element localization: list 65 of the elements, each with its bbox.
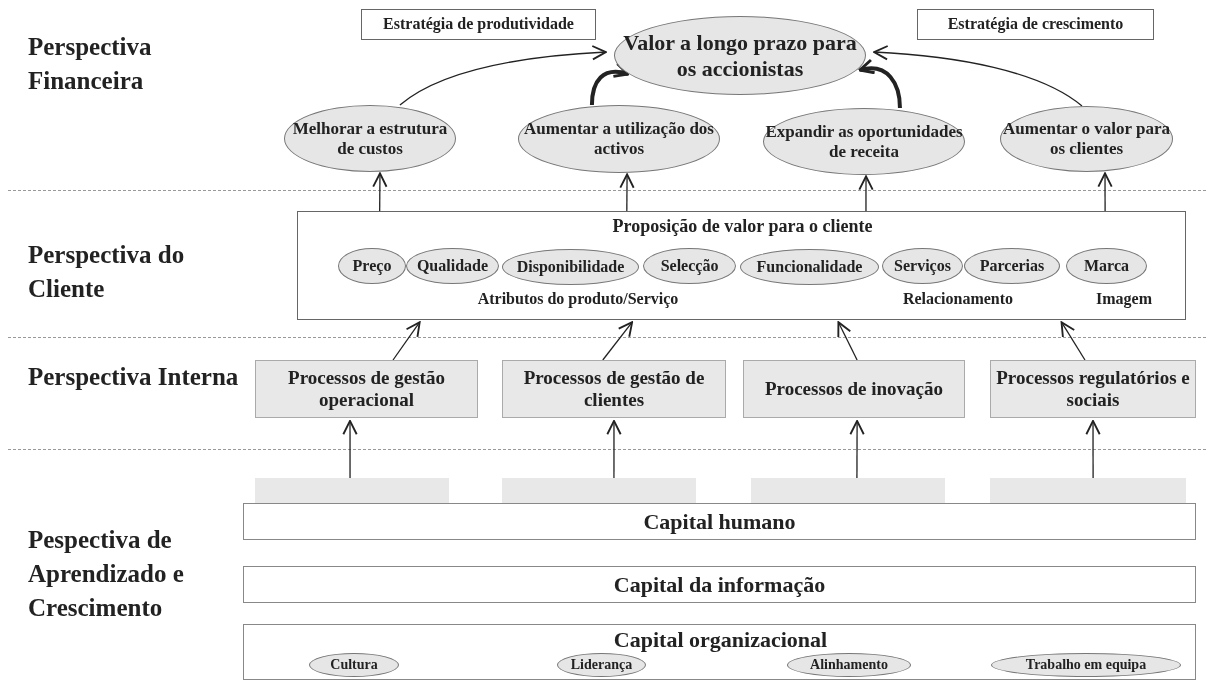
node-text: Aumentar a utilização dos activos <box>523 119 715 159</box>
process-box <box>743 360 965 418</box>
process-box <box>502 360 726 418</box>
attribute-ellipse <box>338 248 406 284</box>
node-text: Processos regulatórios e sociais <box>995 367 1191 411</box>
attribute-ellipse <box>406 248 499 284</box>
group-caption: Relacionamento <box>901 290 1015 309</box>
node-text: Liderança <box>570 656 633 674</box>
group-caption: Atributos do produto/Serviço <box>476 290 680 309</box>
perspective-label: Perspectiva Financeira <box>28 32 153 96</box>
node-text: Estratégia de produtividade <box>383 15 574 34</box>
column-bar <box>502 478 696 503</box>
value-proposition-box <box>297 211 1186 320</box>
node-text: Valor a longo prazo para os accionistas <box>622 30 858 81</box>
process-box <box>990 360 1196 418</box>
arrow <box>399 45 607 106</box>
arrow <box>858 175 874 212</box>
node-text: Capital da informação <box>613 571 826 598</box>
capital-band <box>243 624 1196 680</box>
node-text: Trabalho em equipa <box>1025 656 1147 674</box>
node-text: Aumentar o valor para os clientes <box>1002 119 1171 159</box>
group-caption: Imagem <box>1095 290 1153 309</box>
node-text: Expandir as oportunidades de receita <box>764 121 964 162</box>
perspective-label: Perspectiva Interna <box>28 362 240 392</box>
strategy-box <box>917 9 1154 40</box>
node-text: Serviços <box>894 256 951 276</box>
arrow <box>392 321 421 361</box>
column-bar <box>751 478 945 503</box>
node-text: Proposição de valor para o cliente <box>611 216 874 237</box>
arrow <box>606 419 622 479</box>
node-text: Alinhamento <box>810 656 888 674</box>
node-text: Capital humano <box>643 508 796 535</box>
node-text: Melhorar a estrutura de custos <box>291 118 449 159</box>
perspective-label: Pespectiva de Aprendizado e Crescimento <box>28 525 185 623</box>
node-text: Disponibilidade <box>516 257 625 277</box>
strategy-box <box>361 9 596 40</box>
node-text: Preço <box>352 256 392 276</box>
process-box <box>255 360 478 418</box>
node-text: Parcerias <box>979 256 1045 276</box>
arrow <box>849 419 865 479</box>
capital-band <box>243 503 1196 540</box>
arrow <box>372 172 388 212</box>
arrow <box>602 321 634 361</box>
node-text: Processos de inovação <box>765 378 943 400</box>
arrow <box>858 59 902 109</box>
capital-band <box>243 566 1196 603</box>
arrow <box>837 321 858 361</box>
column-bar <box>990 478 1186 503</box>
arrow <box>1097 172 1113 212</box>
arrow <box>1060 321 1086 361</box>
node-text: Marca <box>1084 256 1129 276</box>
node-text: Processos de gestão de clientes <box>522 367 706 411</box>
arrow <box>873 45 1083 107</box>
node-text: Estratégia de crescimento <box>947 15 1124 34</box>
node-text: Selecção <box>660 256 719 276</box>
node-text: Capital organizacional <box>612 627 829 653</box>
node-text: Qualidade <box>416 256 489 276</box>
arrow <box>1085 419 1101 479</box>
perspective-label: Perspectiva do Cliente <box>28 240 186 304</box>
node-text: Cultura <box>330 656 378 674</box>
arrow <box>342 419 358 479</box>
column-bar <box>255 478 449 503</box>
arrow <box>619 173 635 212</box>
node-text: Funcionalidade <box>756 257 863 277</box>
node-text: Processos de gestão operacional <box>287 367 446 411</box>
